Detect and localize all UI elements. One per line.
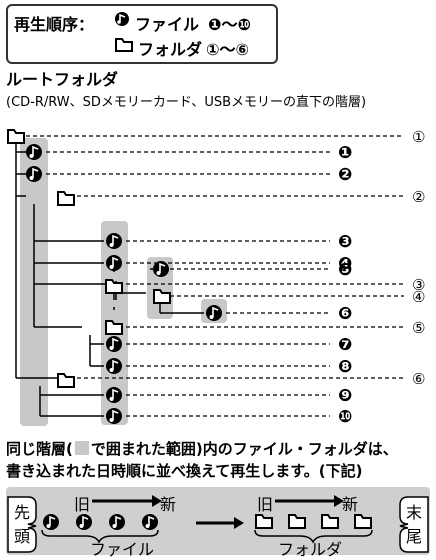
order-new-right: 新 (342, 495, 359, 514)
folder-number-4: ④ (412, 288, 425, 306)
arrowhead (152, 495, 162, 507)
start-label: 先 (14, 503, 30, 522)
legend-folder-range: ①〜⑥ (206, 40, 250, 59)
folder-icon (321, 514, 339, 529)
note-line-1-before: 同じ階層( (6, 440, 73, 458)
legend-file-label: ファイル (135, 15, 200, 34)
music-note-icon (106, 408, 122, 424)
legend-label: 再生順序： (14, 15, 95, 34)
folder-icon (57, 373, 75, 388)
file-number-6: ❻ (338, 304, 352, 324)
note-icon (115, 12, 129, 26)
note-line-1: 同じ階層( で囲まれた範囲)内のファイル・フォルダは、 (6, 438, 398, 460)
music-note-icon (109, 514, 125, 530)
files-brace (41, 529, 159, 544)
note-line-1-after: で囲まれた範囲)内のファイル・フォルダは、 (90, 440, 398, 458)
file-number-10: ❿ (338, 407, 352, 427)
order-new-left: 新 (160, 495, 177, 514)
arrowhead (234, 517, 244, 529)
file-number-2: ❷ (338, 165, 352, 185)
legend-box (6, 4, 278, 64)
folder-icon (354, 514, 372, 529)
music-note-icon (26, 166, 42, 182)
file-number-8: ❽ (338, 357, 352, 377)
music-note-icon (76, 514, 92, 530)
end-label: 末 (406, 503, 422, 522)
folder-number-2: ② (412, 188, 425, 206)
folder-number-3: ③ (412, 276, 425, 294)
folder-icon (255, 514, 273, 529)
folders-caption: フォルダ (278, 540, 343, 559)
order-old-left: 旧 (74, 495, 91, 514)
end-badge (399, 496, 429, 553)
music-note-icon (106, 233, 122, 249)
music-note-icon (142, 514, 158, 530)
file-number-4: ❹ (338, 254, 352, 274)
folder-number-6: ⑥ (412, 370, 425, 388)
folder-icon (115, 38, 133, 52)
root-title: ルートフォルダ (6, 70, 119, 89)
folder-number-1: ① (412, 128, 425, 146)
root-folder-icon (7, 129, 25, 144)
music-note-icon (106, 255, 122, 271)
start-label: 頭 (14, 527, 30, 546)
music-note-icon (106, 387, 122, 403)
folder-icon (105, 279, 123, 294)
music-note-icon (26, 144, 42, 160)
file-number-1: ❶ (338, 143, 352, 163)
legend-file-range: ❶〜❿ (208, 15, 252, 34)
start-badge (7, 496, 37, 553)
root-subtitle: (CD-R/RW、SDメモリーカード、USBメモリーの直下の階層) (6, 95, 367, 110)
folder-icon (57, 191, 75, 206)
gray-swatch (74, 441, 89, 455)
file-number-5: ❺ (338, 260, 352, 280)
music-note-icon (106, 358, 122, 374)
folders-brace (254, 529, 373, 544)
folder-number-5: ⑤ (412, 319, 425, 337)
folder-icon (153, 289, 171, 304)
arrowhead (334, 495, 344, 507)
note-line-2: 書き込まれた日時順に並べ換えて再生します。(下記) (6, 462, 363, 480)
music-note-icon (106, 336, 122, 352)
order-old-right: 旧 (257, 495, 274, 514)
folder-icon (105, 320, 123, 335)
file-number-9: ❾ (338, 386, 352, 406)
files-caption: ファイル (90, 540, 155, 559)
folder-icon (288, 514, 306, 529)
music-note-icon (43, 514, 59, 530)
file-number-3: ❸ (338, 232, 352, 252)
legend-folder-label: フォルダ (138, 40, 203, 59)
file-number-7: ❼ (338, 335, 352, 355)
music-note-icon (206, 305, 222, 321)
music-note-icon (153, 261, 169, 277)
end-label: 尾 (406, 527, 422, 546)
